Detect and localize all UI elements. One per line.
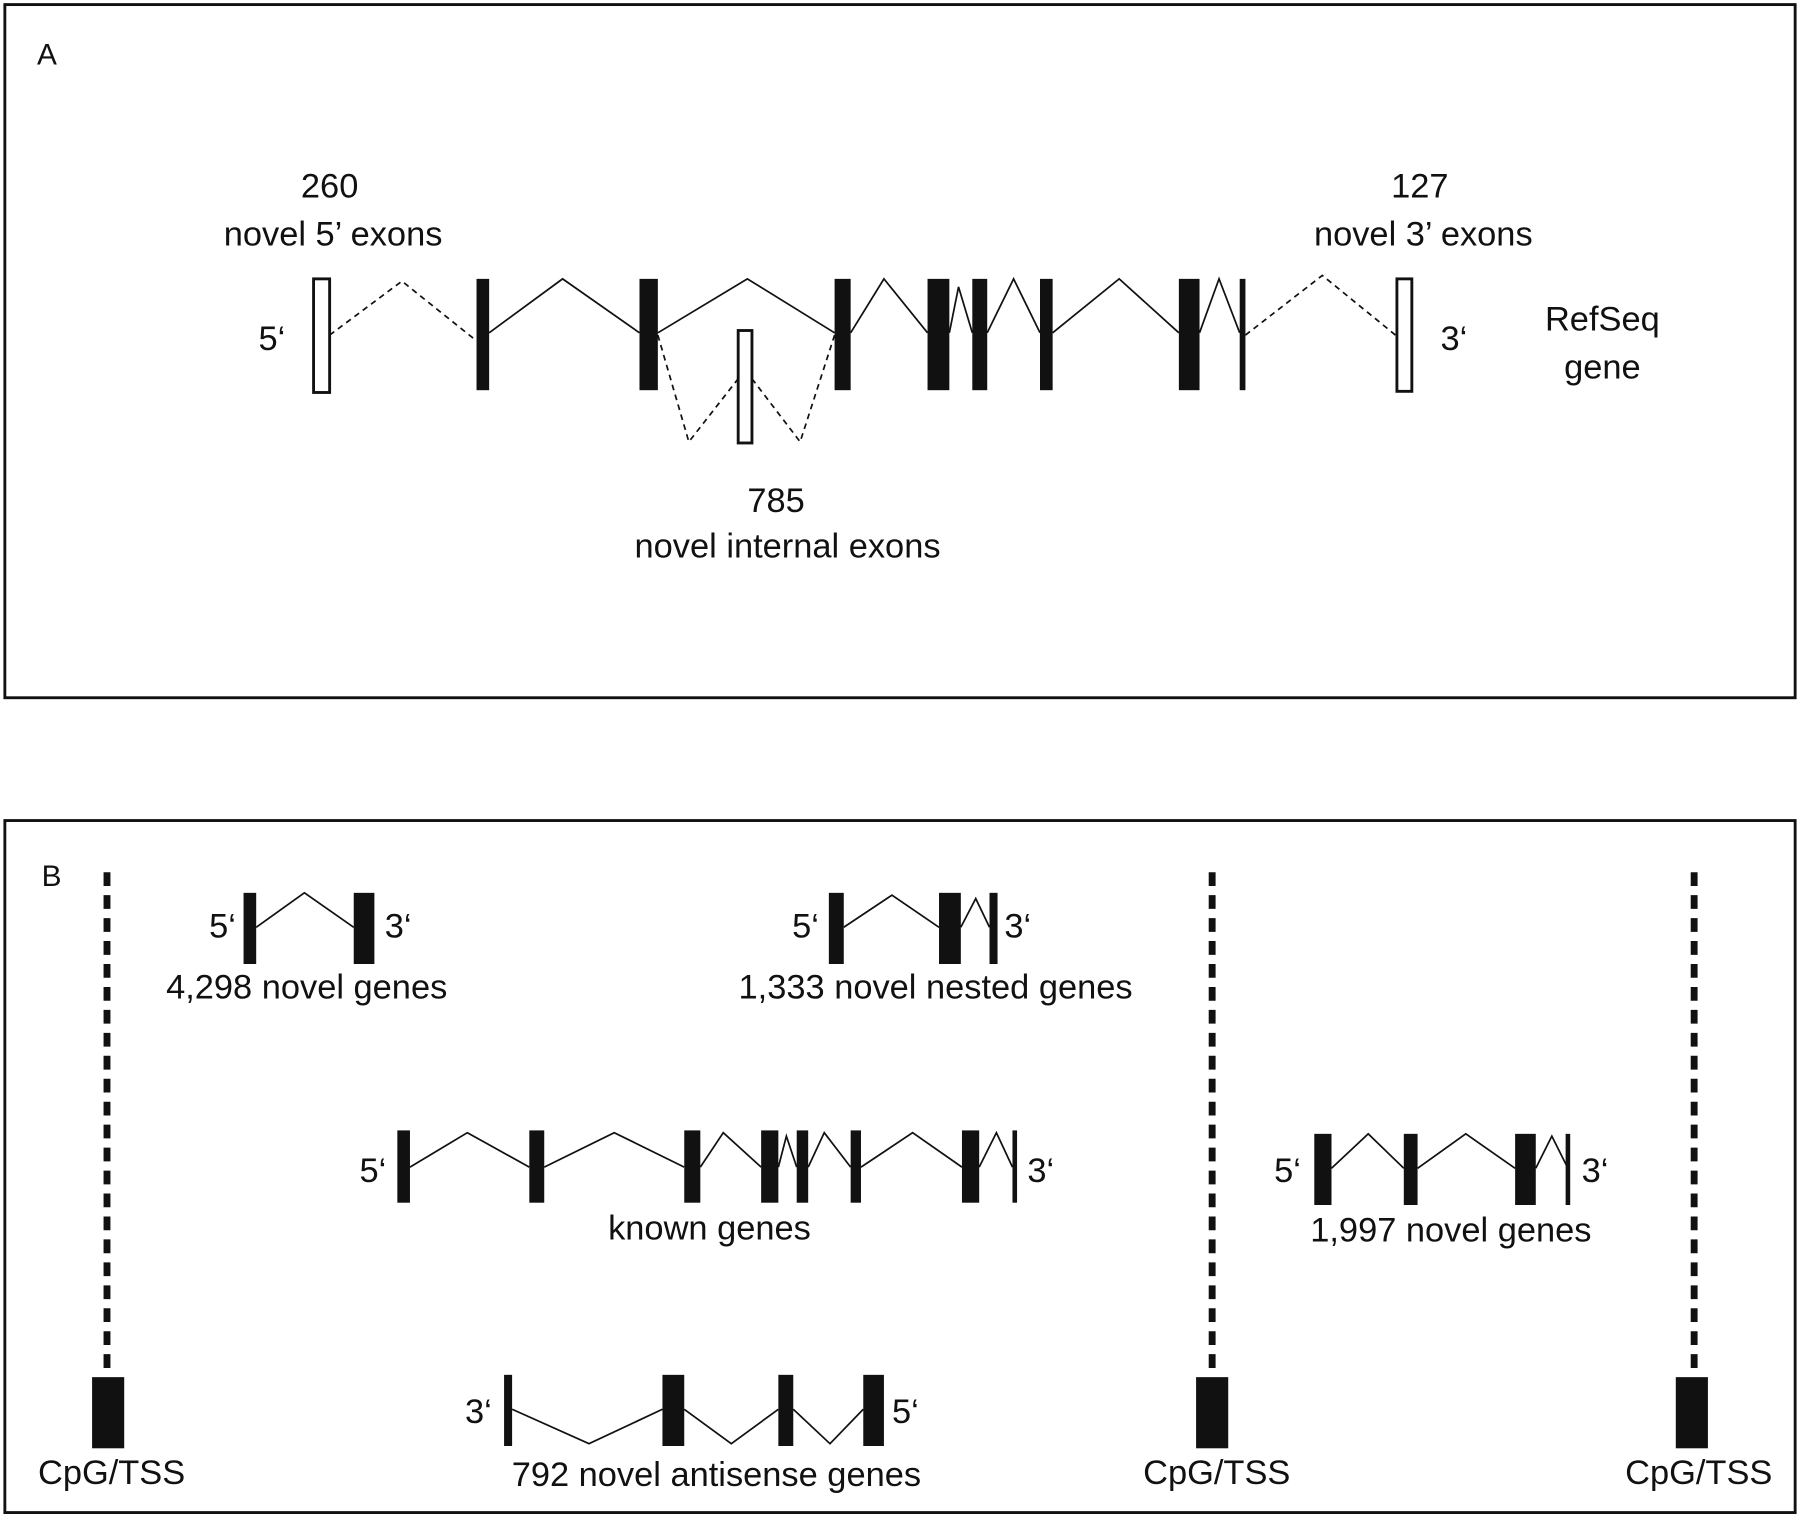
novel-3-exon (1395, 277, 1414, 393)
three-prime-label: 3‘ (1027, 1152, 1054, 1190)
panel-b: B CpG/TSS CpG/TSS CpG/TSS 5‘ 3‘ 4,298 no… (3, 819, 1797, 1514)
five-prime-label: 5‘ (258, 320, 285, 358)
novel5-count: 260 (301, 167, 358, 205)
panel-b-frame (3, 819, 1797, 1514)
five-prime-label: 5‘ (1274, 1152, 1301, 1190)
three-prime-label: 3‘ (465, 1393, 492, 1431)
cpg-label-3: CpG/TSS (1625, 1454, 1772, 1492)
novel-gene-diagram (243, 891, 375, 964)
antisense-gene-diagram (504, 1374, 884, 1446)
nested-genes-label: 1,333 novel nested genes (739, 968, 1133, 1006)
five-prime-label: 5‘ (359, 1152, 386, 1190)
antisense-genes-label: 792 novel antisense genes (512, 1456, 921, 1494)
novel-genes-2-label: 1,997 novel genes (1310, 1212, 1591, 1250)
internal-label: novel internal exons (635, 528, 941, 566)
panel-b-label: B (42, 860, 62, 893)
known-gene-diagram (397, 1130, 1018, 1203)
nested-gene-diagram (828, 892, 998, 964)
refseq-gene-introns (488, 276, 1241, 334)
novel5-label: novel 5’ exons (224, 216, 443, 254)
known-genes-label: known genes (608, 1209, 811, 1247)
novel-internal-exon (736, 329, 754, 445)
refseq-exons (476, 278, 1246, 391)
panel-a: A 260 novel 5’ exons 127 novel 3’ exons … (3, 3, 1797, 700)
internal-count: 785 (747, 482, 804, 520)
three-prime-label: 3‘ (1582, 1152, 1609, 1190)
three-prime-label: 3‘ (385, 908, 412, 946)
panel-a-frame (3, 3, 1797, 700)
cpg-tss-markers (92, 872, 1708, 1449)
cpg-label-2: CpG/TSS (1143, 1454, 1290, 1492)
three-prime-label: 3‘ (1441, 320, 1468, 358)
three-prime-label: 3‘ (1004, 908, 1031, 946)
novel-gene-2-diagram (1314, 1132, 1571, 1205)
five-prime-label: 5‘ (892, 1393, 919, 1431)
panel-a-label: A (37, 38, 57, 71)
novel3-count: 127 (1391, 167, 1448, 205)
novel-5-exon (312, 277, 332, 394)
novel3-label: novel 3’ exons (1314, 216, 1533, 254)
refseq-label-1: RefSeq (1545, 301, 1660, 339)
five-prime-label: 5‘ (209, 908, 236, 946)
novel-genes-1-label: 4,298 novel genes (166, 968, 447, 1006)
refseq-label-2: gene (1564, 349, 1641, 387)
novel-splice-dashes (329, 274, 1398, 444)
five-prime-label: 5‘ (792, 908, 819, 946)
cpg-label-1: CpG/TSS (38, 1454, 185, 1492)
